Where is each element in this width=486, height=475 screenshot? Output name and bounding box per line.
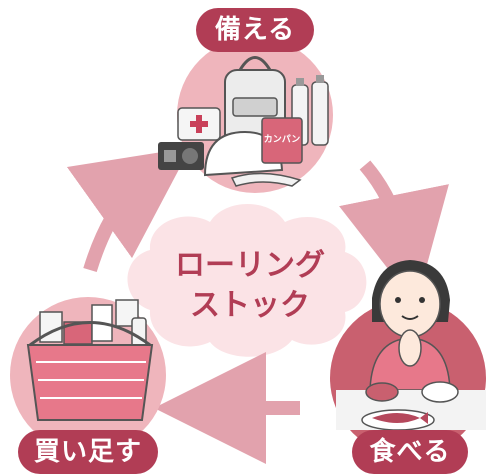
praying-hands [398,329,422,367]
shopping-basket [26,344,154,421]
soup-bowl [365,382,399,402]
water-bottle [311,81,329,146]
step-label-restock: 買い足す [18,430,158,474]
center-title-line2: ストック [190,288,310,323]
step-label-eat: 食べる [352,430,468,474]
person-face [379,270,441,338]
retort-pack [261,117,303,164]
rice-bowl [421,381,459,403]
center-title-line1: ローリング [175,248,325,283]
arrow-prepare-to-eat [339,160,449,305]
center-title: ローリング ストック [150,246,350,326]
gloves [230,172,302,187]
prepare-illustration [158,37,333,193]
arrow-restock-to-prepare [66,147,191,273]
restock-illustration [10,297,166,453]
eat-illustration [330,260,486,456]
retort-pack-label: カンパン [264,133,300,145]
cycle-arrows [66,147,449,464]
step-label-prepare: 備える [196,8,314,52]
